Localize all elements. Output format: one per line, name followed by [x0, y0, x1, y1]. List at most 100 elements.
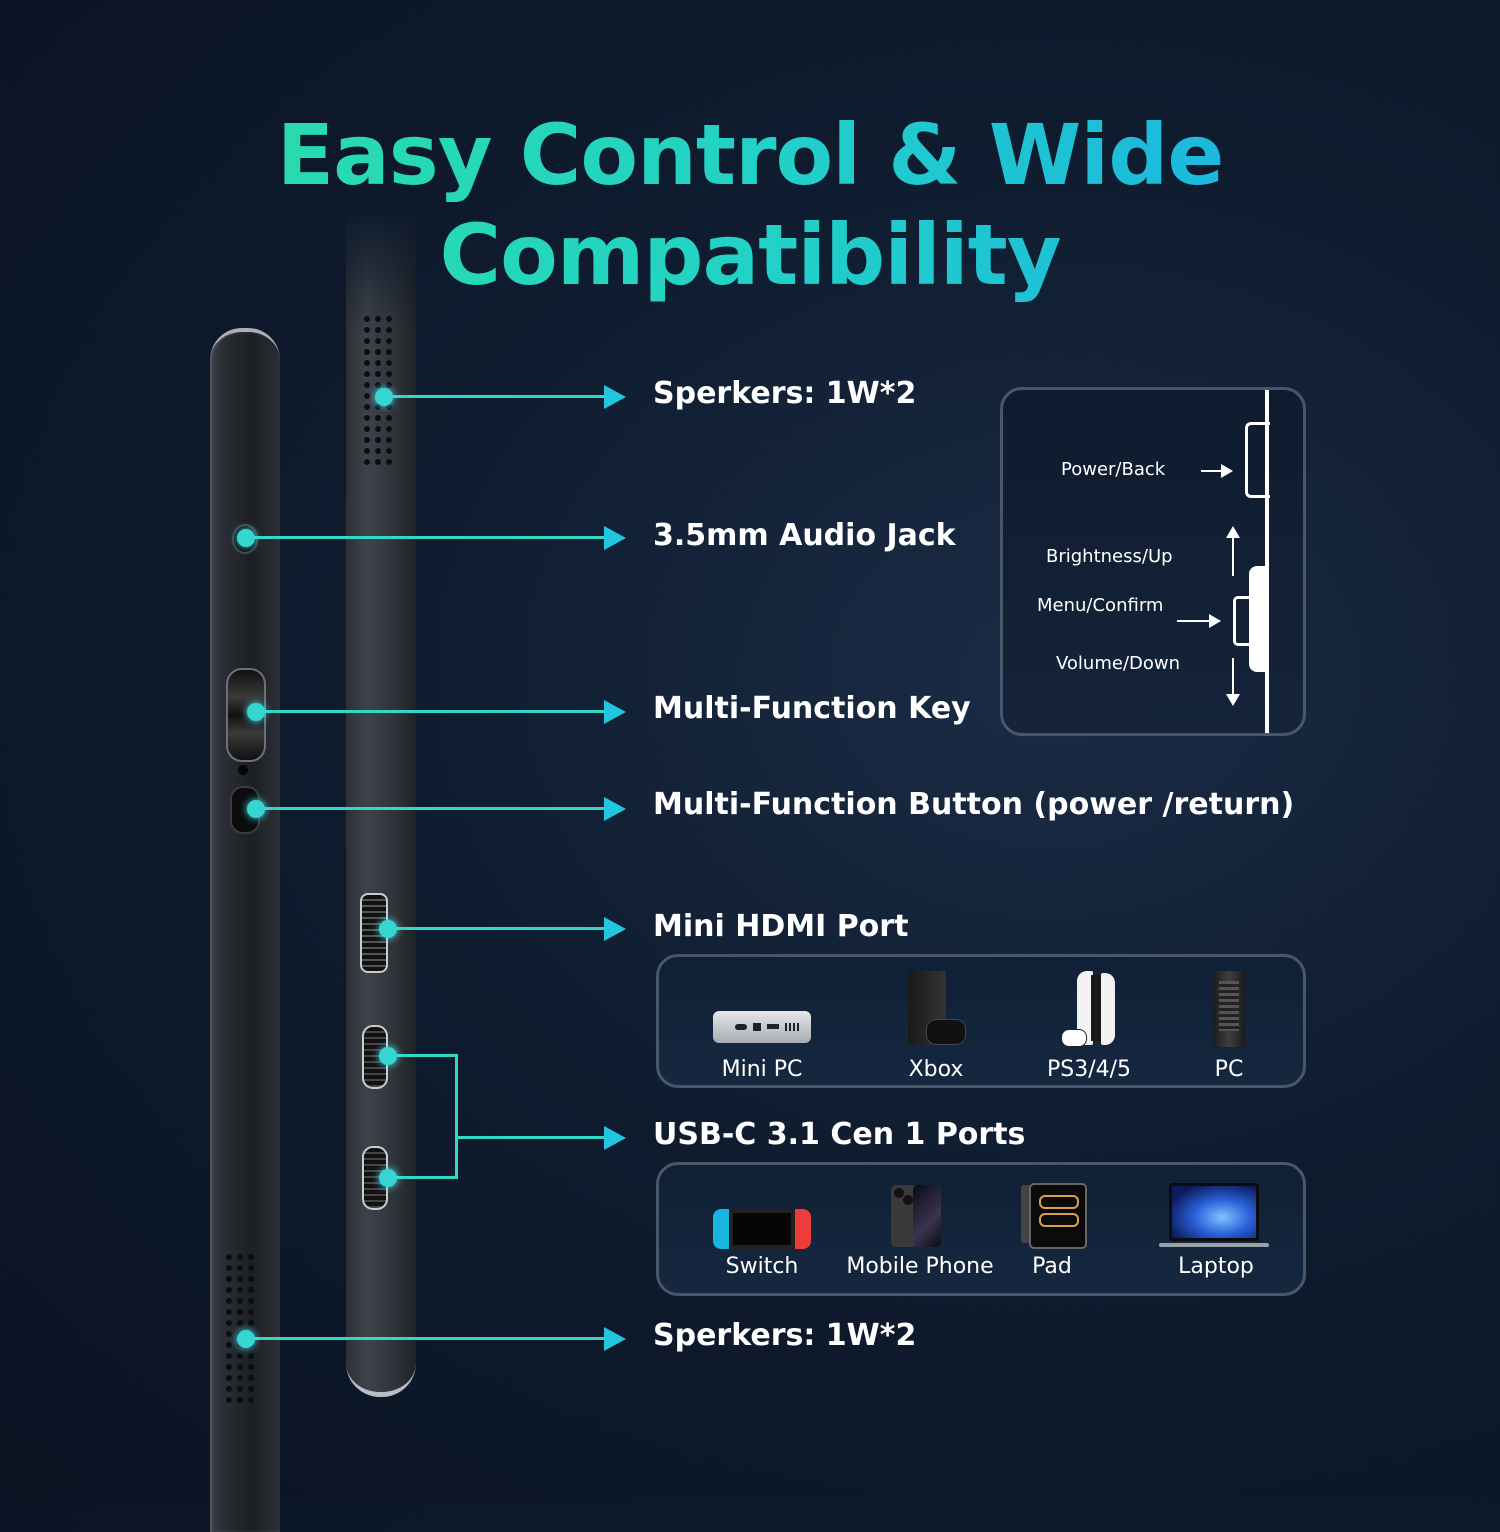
grille-hole: [364, 382, 370, 388]
grille-hole: [226, 1309, 232, 1315]
grille-hole: [364, 437, 370, 443]
grille-hole: [248, 1298, 254, 1304]
arrow-hdmi: [604, 917, 626, 941]
grille-hole: [248, 1309, 254, 1315]
grille-hole: [375, 338, 381, 344]
grille-hole: [364, 415, 370, 421]
label-speakers-top: Sperkers: 1W*2: [653, 376, 917, 411]
grille-hole: [375, 437, 381, 443]
grille-hole: [364, 360, 370, 366]
grille-hole: [226, 1287, 232, 1293]
key-label-volume-down: Volume/Down: [1056, 653, 1181, 674]
grille-hole: [237, 1353, 243, 1359]
grille-hole: [375, 448, 381, 454]
xbox-icon: [908, 971, 966, 1045]
grille-hole: [226, 1375, 232, 1381]
device-name: Switch: [725, 1254, 799, 1279]
grille-hole: [226, 1353, 232, 1359]
grille-hole: [375, 316, 381, 322]
grille-hole: [386, 327, 392, 333]
playstation-icon: [1061, 971, 1117, 1047]
grille-hole: [248, 1320, 254, 1326]
grille-hole: [364, 426, 370, 432]
dot-usbc-2: [379, 1169, 397, 1187]
grille-hole: [237, 1287, 243, 1293]
grille-hole: [237, 1397, 243, 1403]
grille-hole: [386, 360, 392, 366]
grille-hole: [226, 1276, 232, 1282]
speaker-grille-top: [364, 316, 392, 465]
grille-hole: [375, 459, 381, 465]
grille-hole: [364, 349, 370, 355]
key-diagram: Power/Back Brightness/Up Menu/Confirm Vo…: [1000, 387, 1306, 736]
grille-hole: [375, 360, 381, 366]
lead-multi-button: [256, 807, 606, 810]
grille-hole: [386, 448, 392, 454]
lead-hdmi: [388, 927, 606, 930]
arrow-down-icon: [1226, 658, 1240, 706]
arrow-audio-jack: [604, 526, 626, 550]
grille-hole: [237, 1276, 243, 1282]
arrow-speakers-bottom: [604, 1327, 626, 1351]
key-label-menu-confirm: Menu/Confirm: [1037, 595, 1164, 616]
dot-hdmi: [379, 920, 397, 938]
grille-hole: [226, 1386, 232, 1392]
label-multi-key: Multi-Function Key: [653, 691, 971, 726]
phone-icon: [891, 1185, 943, 1249]
key-label-brightness-up: Brightness/Up: [1046, 546, 1173, 567]
grille-hole: [375, 415, 381, 421]
grille-hole: [375, 404, 381, 410]
lead-usbc: [455, 1136, 606, 1139]
label-usbc: USB-C 3.1 Cen 1 Ports: [653, 1117, 1026, 1152]
arrow-speakers-top: [604, 385, 626, 409]
dot-speakers-bottom: [237, 1330, 255, 1348]
grille-hole: [364, 393, 370, 399]
headline-line-2: Compatibility: [0, 205, 1500, 305]
dot-usbc-1: [379, 1047, 397, 1065]
lead-speakers-bottom: [246, 1337, 606, 1340]
arrow-right-icon: [1177, 614, 1221, 628]
grille-hole: [237, 1298, 243, 1304]
device-name: Pad: [1032, 1254, 1072, 1279]
grille-hole: [226, 1254, 232, 1260]
dot-multi-key: [247, 703, 265, 721]
bracket-usbc: [455, 1054, 458, 1179]
grille-hole: [375, 349, 381, 355]
lead-usbc-1: [388, 1054, 458, 1057]
grille-hole: [248, 1364, 254, 1370]
grille-hole: [237, 1320, 243, 1326]
grille-hole: [386, 437, 392, 443]
grille-hole: [248, 1287, 254, 1293]
power-key-shape: [1245, 422, 1270, 498]
grille-hole: [375, 327, 381, 333]
device-name: Laptop: [1178, 1254, 1254, 1279]
grille-hole: [386, 371, 392, 377]
lead-usbc-2: [388, 1176, 458, 1179]
grille-hole: [364, 327, 370, 333]
switch-icon: [713, 1209, 811, 1249]
grille-hole: [248, 1276, 254, 1282]
speaker-grille-bottom: [226, 1254, 254, 1403]
grille-hole: [237, 1386, 243, 1392]
lead-audio-jack: [246, 536, 606, 539]
device-name: PC: [1214, 1057, 1244, 1082]
grille-hole: [226, 1265, 232, 1271]
grille-hole: [386, 459, 392, 465]
arrow-multi-key: [604, 700, 626, 724]
grille-hole: [248, 1375, 254, 1381]
device-name: Xbox: [908, 1057, 964, 1082]
dot-multi-button: [247, 800, 265, 818]
device-name: Mobile Phone: [846, 1254, 994, 1279]
grille-hole: [386, 426, 392, 432]
grille-hole: [248, 1254, 254, 1260]
indicator-led: [238, 765, 248, 775]
label-speakers-bottom: Sperkers: 1W*2: [653, 1318, 917, 1353]
grille-hole: [375, 426, 381, 432]
lead-multi-key: [256, 710, 606, 713]
profile-fade: [346, 210, 416, 330]
grille-hole: [237, 1309, 243, 1315]
usbc-port-2: [362, 1146, 388, 1210]
grille-hole: [248, 1265, 254, 1271]
usbc-devices-panel: Switch Mobile Phone Pad Laptop: [656, 1162, 1306, 1296]
arrow-right-icon: [1201, 464, 1233, 478]
